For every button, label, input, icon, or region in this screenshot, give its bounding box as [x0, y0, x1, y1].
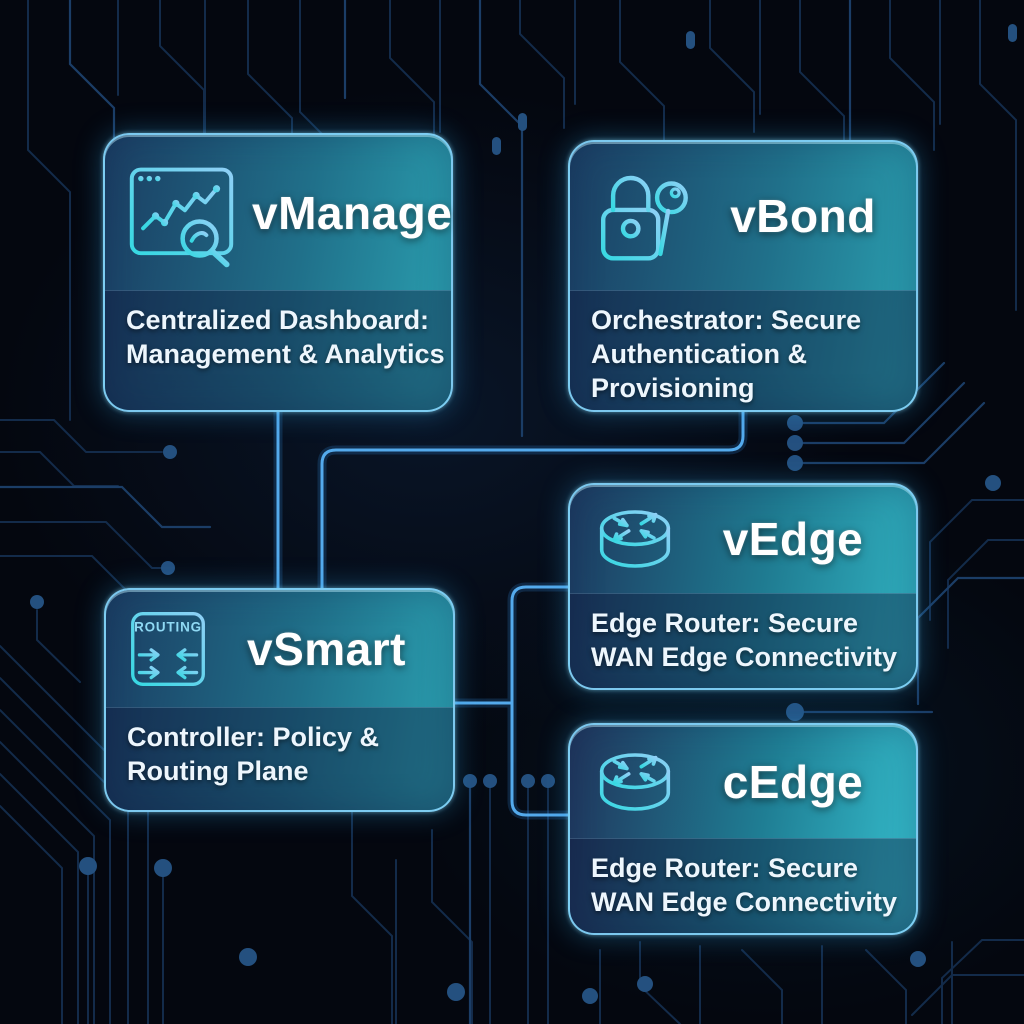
node-description: Edge Router: Secure WAN Edge Connectivit… [570, 593, 916, 688]
node-description-line: Provisioning [591, 373, 755, 403]
node-description-line: Orchestrator: Secure [591, 305, 862, 335]
node-description-line: Centralized Dashboard: [126, 305, 430, 335]
node-description-line: WAN Edge Connectivity [591, 887, 898, 917]
node-description-line: Authentication & [591, 339, 807, 369]
node-description: Centralized Dashboard: Management & Anal… [105, 290, 451, 410]
node-card-vsmart: ROUTING vSmart Controller: Policy & Rout… [104, 588, 455, 812]
node-header: cEdge [570, 725, 916, 838]
node-title: vEdge [722, 513, 864, 565]
node-card-cedge: cEdge Edge Router: Secure WAN Edge Conne… [568, 723, 918, 935]
node-title: vManage [252, 186, 453, 239]
node-title: vSmart [247, 622, 406, 675]
node-title: vBond [730, 190, 876, 242]
node-description: Controller: Policy & Routing Plane [106, 707, 453, 810]
node-description-line: Edge Router: Secure [591, 853, 859, 883]
routing-table-icon: ROUTING [126, 607, 210, 691]
node-header: ROUTING vSmart [106, 590, 453, 707]
routing-icon-label: ROUTING [134, 619, 202, 634]
node-description-line: Management & Analytics [126, 339, 445, 369]
node-description-line: Edge Router: Secure [591, 608, 859, 638]
node-description: Orchestrator: Secure Authentication & Pr… [570, 290, 916, 410]
connector-lines [276, 410, 745, 817]
node-header: vEdge [570, 485, 916, 593]
lock-key-icon [590, 160, 700, 273]
circuit-dots [30, 24, 1017, 1004]
node-header: vBond [570, 142, 916, 290]
node-card-vedge: vEdge Edge Router: Secure WAN Edge Conne… [568, 483, 918, 690]
connector-vsmart-vedge-cedge-bracket [510, 585, 570, 817]
router-icon [590, 744, 680, 820]
router-icon [590, 501, 680, 577]
node-description-line: WAN Edge Connectivity [591, 642, 898, 672]
connector-vbond-vsmart [320, 410, 745, 590]
dashboard-analytics-icon [125, 156, 238, 269]
node-header: vManage [105, 135, 452, 290]
node-title: cEdge [722, 755, 864, 808]
node-card-vmanage: vManage Centralized Dashboard: Managemen… [103, 133, 453, 412]
node-description: Edge Router: Secure WAN Edge Connectivit… [570, 838, 916, 933]
node-description-line: Controller: Policy & [127, 722, 380, 752]
node-description-line: Routing Plane [127, 756, 309, 786]
node-card-vbond: vBond Orchestrator: Secure Authenticatio… [568, 140, 918, 412]
